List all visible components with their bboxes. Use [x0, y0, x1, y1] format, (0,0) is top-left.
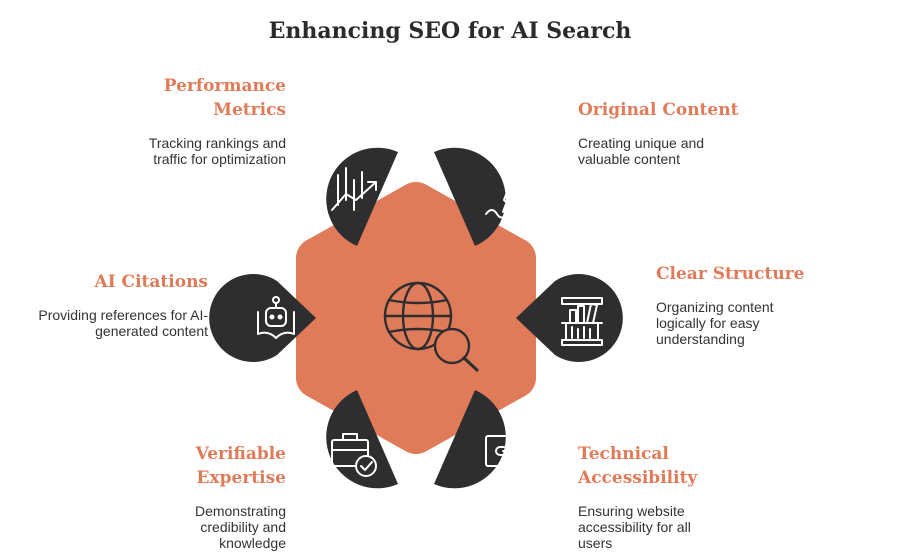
bookshelf-icon	[561, 297, 603, 346]
label-ai-citations: AI Citations	[94, 272, 209, 292]
node-ai-citations	[209, 274, 316, 362]
node-performance-metrics	[326, 147, 398, 246]
monitor-link-icon	[485, 435, 531, 475]
desc-performance-metrics: Tracking rankings and traffic for optimi…	[148, 135, 286, 167]
center-hexagon	[296, 182, 536, 454]
desc-technical-accessibility: Ensuring website accessibility for all u…	[578, 503, 691, 551]
desc-clear-structure: Organizing content logically for easy un…	[656, 299, 774, 347]
label-clear-structure: Clear Structure	[656, 264, 805, 284]
briefcase-badge-icon	[331, 433, 377, 477]
label-verifiable-expertise: Verifiable Expertise	[195, 444, 286, 488]
desc-ai-citations: Providing references for AI-generated co…	[38, 307, 208, 339]
node-technical-accessibility	[434, 390, 531, 489]
diagram-title: Enhancing SEO for AI Search	[268, 18, 632, 44]
label-performance-metrics: Performance Metrics	[163, 76, 286, 120]
chart-trend-icon	[331, 167, 377, 211]
desc-original-content: Creating unique and valuable content	[578, 135, 705, 167]
node-verifiable-expertise	[326, 390, 398, 489]
globe-search-icon	[383, 281, 479, 372]
pen-icon	[485, 167, 529, 219]
node-clear-structure	[516, 274, 623, 362]
label-technical-accessibility: Technical Accessibility	[578, 444, 698, 488]
label-original-content: Original Content	[578, 100, 739, 120]
node-original-content	[434, 147, 529, 246]
robot-book-icon	[257, 296, 295, 339]
desc-verifiable-expertise: Demonstrating credibility and knowledge	[194, 503, 286, 551]
